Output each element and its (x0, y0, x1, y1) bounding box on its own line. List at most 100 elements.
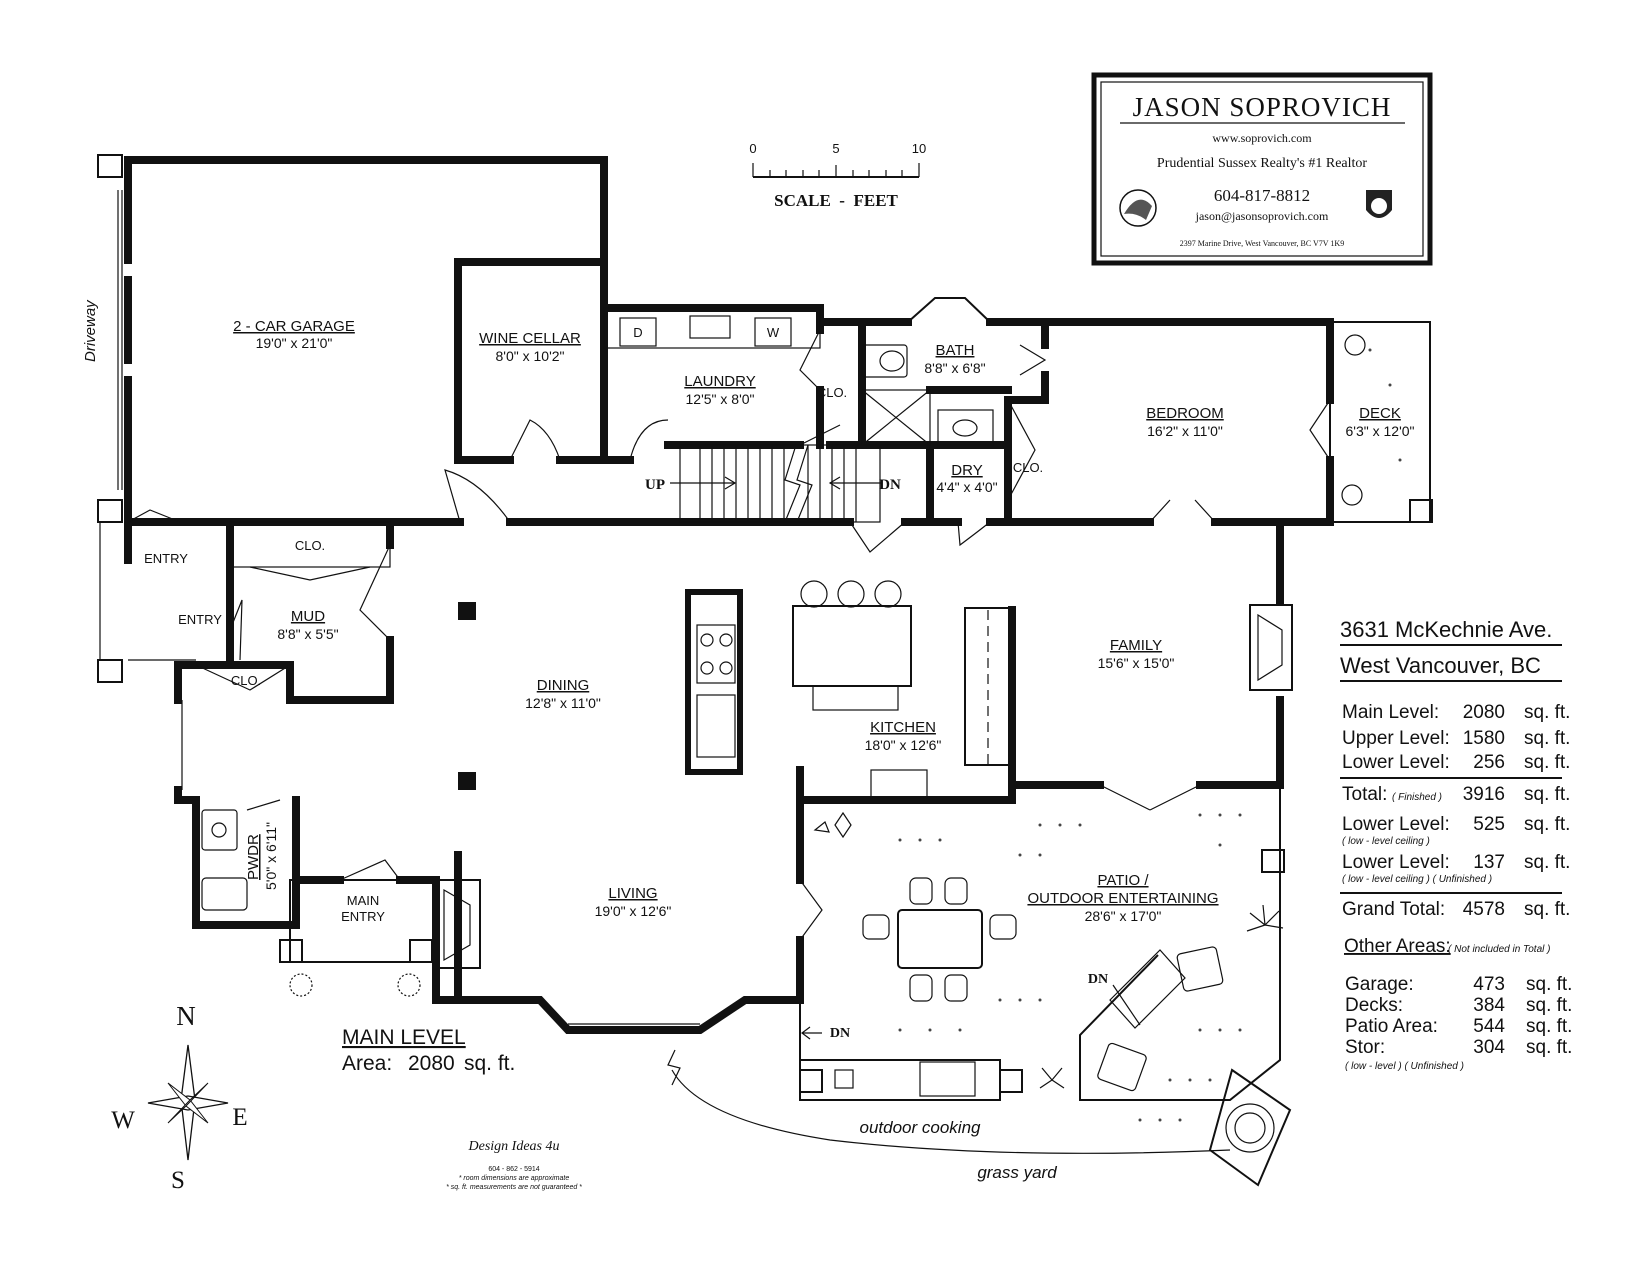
laundry-closet-label: CLO. (817, 385, 847, 400)
kitchen-name: KITCHEN (870, 719, 936, 736)
outdoor-cooking-label: outdoor cooking (860, 1118, 982, 1137)
designer-name: Design Ideas 4u (468, 1139, 560, 1154)
pwdr-name: PWDR (245, 834, 262, 880)
bedroom-name: BEDROOM (1146, 405, 1224, 422)
other-area-row: Patio Area: 544 sq. ft. (1345, 1016, 1572, 1037)
designer-credit: Design Ideas 4u 604 - 862 - 5914 * room … (446, 1139, 582, 1191)
other-area-value: 544 (1473, 1016, 1505, 1037)
area-row-value: 2080 (1463, 702, 1505, 723)
other-area-value: 304 (1473, 1037, 1505, 1058)
compass-rose-icon: N S E W (111, 1001, 247, 1194)
bath-name: BATH (936, 342, 975, 359)
area-row-unit: sq. ft. (1524, 899, 1570, 920)
pwdr-size: 5'0" x 6'11" (263, 822, 279, 890)
deck-chair-icon (1341, 334, 1366, 506)
scale-tick-5: 5 (832, 141, 839, 156)
dining-name: DINING (537, 677, 590, 694)
area-row-label: Lower Level: (1342, 814, 1450, 835)
interior-details (97, 154, 1433, 1187)
patio-pavers (898, 348, 1402, 1122)
stairs-up-label: UP (645, 477, 665, 493)
patio-name-2: OUTDOOR ENTERTAINING (1027, 890, 1218, 907)
area-row-label: Total: (1342, 784, 1387, 805)
realtor-email[interactable]: jason@jasonsoprovich.com (1195, 209, 1329, 223)
other-area-row: Decks: 384 sq. ft. (1345, 995, 1572, 1016)
grass-yard-label: grass yard (977, 1163, 1057, 1182)
area-row: Lower Level: 256 sq. ft. (1342, 752, 1570, 773)
entry-label-lower: ENTRY (178, 612, 222, 627)
patio-size: 28'6" x 17'0" (1085, 908, 1162, 924)
other-area-label: Decks: (1345, 995, 1403, 1016)
other-area-label: Garage: (1345, 974, 1414, 995)
realtor-address: 2397 Marine Drive, West Vancouver, BC V7… (1180, 239, 1344, 248)
area-row-unit: sq. ft. (1524, 814, 1570, 835)
other-area-unit: sq. ft. (1526, 974, 1572, 995)
mls-badge-icon (1366, 190, 1392, 218)
other-area-label: Stor: (1345, 1037, 1385, 1058)
mud-name: MUD (291, 608, 325, 625)
compass-south: S (171, 1167, 185, 1194)
other-area-unit: sq. ft. (1526, 1037, 1572, 1058)
designer-phone: 604 - 862 - 5914 (488, 1166, 539, 1173)
driveway-label: Driveway (82, 299, 99, 362)
deck-name: DECK (1359, 405, 1401, 422)
patio-name-1: PATIO / (1097, 872, 1149, 889)
compass-north: N (176, 1001, 196, 1031)
realtor-card: JASON SOPROVICH www.soprovich.com Pruden… (1091, 72, 1433, 266)
wine-cellar-name: WINE CELLAR (479, 330, 581, 347)
dry-name: DRY (951, 462, 982, 479)
area-row-value: 137 (1473, 852, 1505, 873)
family-name: FAMILY (1110, 637, 1162, 654)
area-row-value: 256 (1473, 752, 1505, 773)
area-row-value: 525 (1473, 814, 1505, 835)
scale-tick-10: 10 (912, 141, 926, 156)
compass-east: E (232, 1104, 247, 1131)
other-areas-note: ( Not included in Total ) (1448, 944, 1550, 955)
scale-bar: 0 5 10 SCALE - FEET (749, 141, 926, 210)
other-area-row: Garage: 473 sq. ft. (1345, 974, 1572, 995)
area-row-label: Grand Total: (1342, 899, 1445, 920)
property-city: West Vancouver, BC (1340, 653, 1541, 678)
realtor-website[interactable]: www.soprovich.com (1212, 131, 1312, 145)
other-area-unit: sq. ft. (1526, 1016, 1572, 1037)
area-row: Lower Level: ( low - level ceiling ) 525… (1342, 814, 1570, 847)
area-row-label: Lower Level: (1342, 752, 1450, 773)
area-row-value: 1580 (1463, 728, 1505, 749)
area-row-unit: sq. ft. (1524, 728, 1570, 749)
area-row-note: ( Finished ) (1392, 792, 1442, 803)
family-size: 15'6" x 15'0" (1098, 655, 1175, 671)
other-area-unit: sq. ft. (1526, 995, 1572, 1016)
main-level-area-unit: sq. ft. (464, 1052, 515, 1075)
area-row: Main Level: 2080 sq. ft. (1342, 702, 1570, 723)
plant-icon (813, 811, 1284, 1089)
realtor-name: JASON SOPROVICH (1133, 92, 1392, 122)
area-row-label: Lower Level: (1342, 852, 1450, 873)
area-row-value: 3916 (1463, 784, 1505, 805)
area-row: Lower Level: ( low - level ceiling ) ( U… (1342, 852, 1570, 885)
laundry-size: 12'5" x 8'0" (686, 391, 755, 407)
area-row-label: Main Level: (1342, 702, 1439, 723)
area-row-unit: sq. ft. (1524, 784, 1570, 805)
mud-closet-label: CLO. (295, 538, 325, 553)
deck-size: 6'3" x 12'0" (1346, 423, 1415, 439)
compass-west: W (111, 1107, 135, 1134)
scale-label: SCALE - FEET (774, 191, 898, 210)
main-entry-label-1: MAIN (347, 893, 380, 908)
area-row-value: 4578 (1463, 899, 1505, 920)
main-entry-label-2: ENTRY (341, 909, 385, 924)
area-row-total: Total: ( Finished ) 3916 sq. ft. (1342, 784, 1570, 805)
bedroom-size: 16'2" x 11'0" (1147, 423, 1223, 439)
property-street: 3631 McKechnie Ave. (1340, 617, 1552, 642)
dry-size: 4'4" x 4'0" (936, 479, 997, 495)
realtor-tagline: Prudential Sussex Realty's #1 Realtor (1157, 156, 1368, 171)
other-area-label: Patio Area: (1345, 1016, 1438, 1037)
other-areas-title: Other Areas: (1344, 936, 1451, 957)
area-row-unit: sq. ft. (1524, 702, 1570, 723)
area-row-note: ( low - level ceiling ) ( Unfinished ) (1342, 874, 1492, 885)
area-row-grand-total: Grand Total: 4578 sq. ft. (1342, 899, 1570, 920)
property-info: 3631 McKechnie Ave. West Vancouver, BC M… (1340, 617, 1572, 1072)
dryer-label: D (633, 325, 642, 340)
living-size: 19'0" x 12'6" (595, 903, 672, 919)
front-closet-label: CLO. (231, 673, 261, 688)
